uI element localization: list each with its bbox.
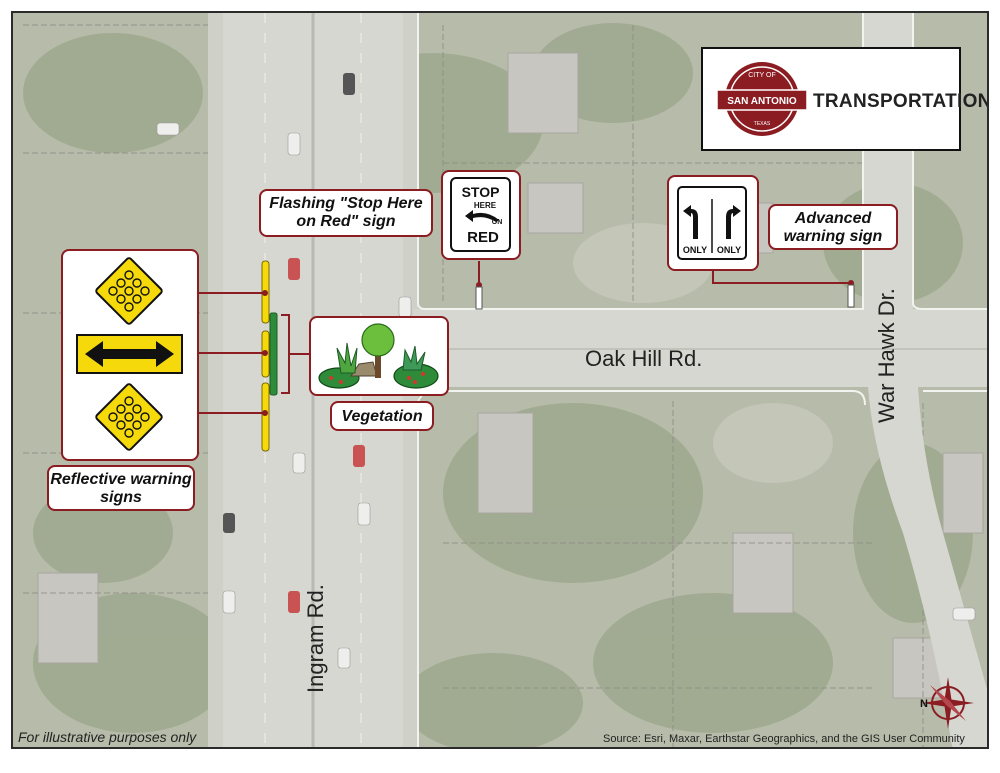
- map-frame[interactable]: CITY OF SAN ANTONIO TEXAS TRANSPORTATION…: [11, 11, 989, 749]
- callout-vegetation: Vegetation: [330, 401, 434, 431]
- road-label-war-hawk: War Hawk Dr.: [874, 288, 899, 423]
- imagery-source: Source: Esri, Maxar, Earthstar Geographi…: [603, 733, 965, 745]
- vegetation-panel: [309, 316, 449, 396]
- compass-north-letter: N: [920, 698, 928, 710]
- callout-flashing-sign: Flashing "Stop Here on Red" sign: [259, 189, 433, 237]
- reflective-posts: [261, 260, 278, 452]
- city-seal-icon: CITY OF SAN ANTONIO TEXAS: [717, 62, 807, 136]
- lane-control-sign-panel: ONLY ONLY: [667, 175, 759, 271]
- callout-advanced-sign: Advanced warning sign: [768, 204, 898, 250]
- illustrative-note: For illustrative purposes only: [18, 729, 197, 745]
- department-name: TRANSPORTATION: [813, 91, 989, 112]
- city-logo-panel: CITY OF SAN ANTONIO TEXAS TRANSPORTATION: [701, 47, 987, 151]
- vegetation-icon: [318, 323, 439, 389]
- stop-sign-line3: ON: [492, 219, 503, 226]
- object-marker-bottom-icon: [95, 383, 163, 451]
- lane-sign-left-text: ONLY: [683, 245, 707, 255]
- lane-sign-right-text: ONLY: [717, 245, 741, 255]
- seal-bottom-text: TEXAS: [754, 121, 771, 127]
- double-arrow-icon: [76, 334, 183, 374]
- stop-here-on-red-sign: STOP HERE ON RED: [450, 177, 511, 252]
- stop-sign-line4: RED: [467, 229, 499, 246]
- seal-name-text: SAN ANTONIO: [727, 96, 797, 107]
- seal-top-text: CITY OF: [748, 72, 775, 79]
- turn-right-arrow-icon: [726, 205, 741, 239]
- stop-sign-line2: HERE: [474, 201, 497, 210]
- stop-here-sign-panel: STOP HERE ON RED: [441, 170, 521, 260]
- compass-rose-icon: N: [920, 677, 974, 729]
- object-marker-top-icon: [95, 257, 163, 325]
- callout-reflective: Reflective warning signs: [47, 465, 195, 511]
- turn-left-arrow-icon: [683, 205, 698, 239]
- lane-only-sign: ONLY ONLY: [677, 186, 747, 260]
- road-label-ingram: Ingram Rd.: [303, 584, 328, 693]
- reflective-signs-graphic: [76, 257, 183, 451]
- reflective-signs-panel: [61, 249, 199, 461]
- road-label-oak-hill: Oak Hill Rd.: [585, 346, 703, 371]
- stop-sign-line1: STOP: [462, 184, 500, 200]
